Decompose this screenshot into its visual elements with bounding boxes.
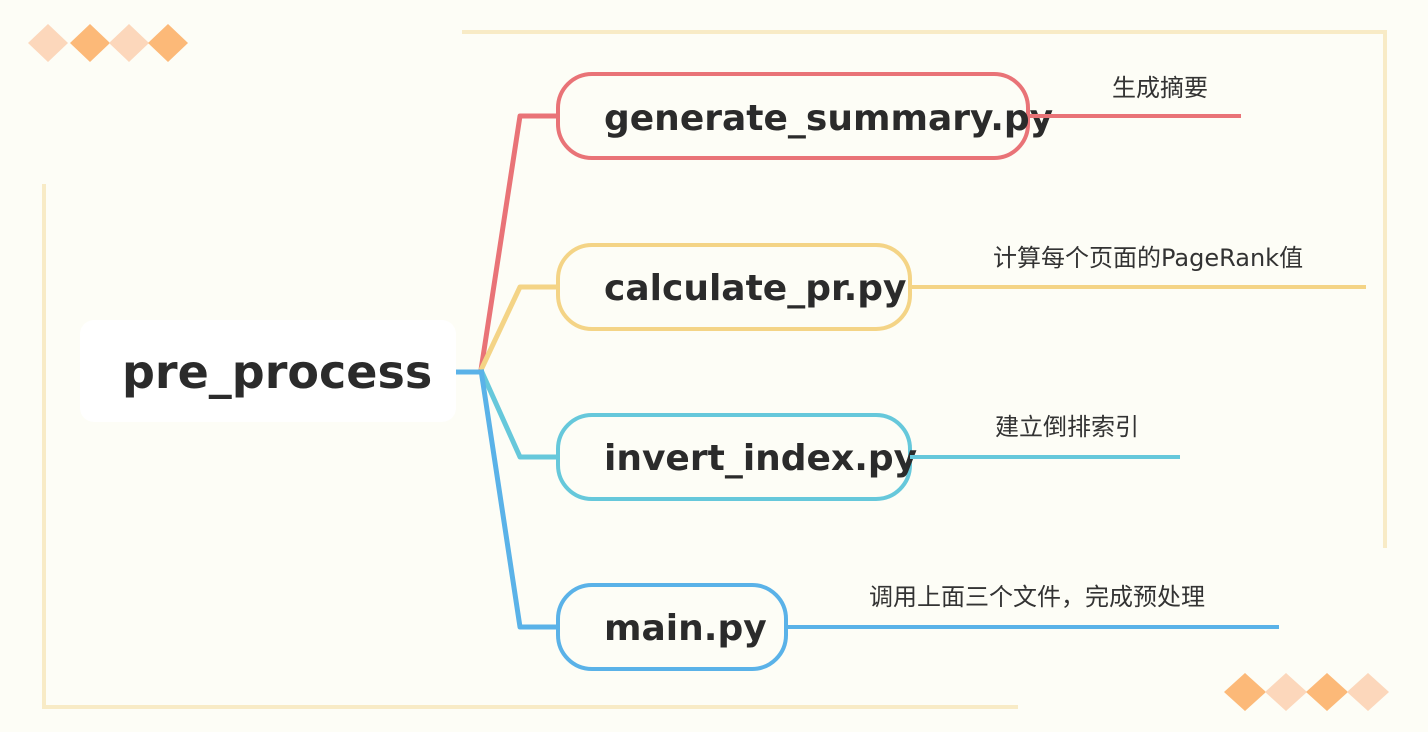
diamond-icon bbox=[109, 24, 149, 62]
branch-node-label: generate_summary.py bbox=[604, 98, 1053, 139]
branch-node-main[interactable]: main.py bbox=[556, 583, 788, 671]
branch-node-calculate-pr[interactable]: calculate_pr.py bbox=[556, 243, 912, 331]
branch-description: 建立倒排索引 bbox=[995, 413, 1139, 441]
branch-connectors bbox=[456, 113, 558, 630]
diamond-icon bbox=[1306, 673, 1348, 711]
branch-description: 调用上面三个文件，完成预处理 bbox=[869, 583, 1205, 611]
branch-node-label: calculate_pr.py bbox=[604, 268, 907, 309]
branch-node-generate-summary[interactable]: generate_summary.py bbox=[556, 72, 1053, 160]
diamond-icon bbox=[148, 24, 188, 62]
diamond-icon bbox=[1265, 673, 1307, 711]
decorative-diamonds-bottom bbox=[1224, 673, 1389, 711]
decorative-frame bbox=[42, 30, 1387, 709]
connector-main bbox=[478, 369, 558, 630]
branch-node-label: invert_index.py bbox=[604, 438, 917, 479]
frame-line-bottom-left bbox=[42, 184, 1018, 709]
branch-description: 生成摘要 bbox=[1112, 74, 1208, 102]
connector-generate-summary bbox=[478, 113, 558, 371]
root-node[interactable]: pre_process bbox=[80, 320, 456, 422]
diamond-icon bbox=[1224, 673, 1266, 711]
connector-calculate-pr bbox=[478, 284, 558, 372]
decorative-diamonds-top bbox=[28, 24, 188, 62]
root-node-label: pre_process bbox=[122, 345, 432, 399]
branch-description: 计算每个页面的PageRank值 bbox=[993, 244, 1303, 272]
root-node-box bbox=[80, 320, 456, 422]
frame-line-top-right bbox=[462, 30, 1387, 548]
branch-node-invert-index[interactable]: invert_index.py bbox=[556, 413, 917, 501]
branch-node-label: main.py bbox=[604, 608, 767, 649]
diamond-icon bbox=[28, 24, 68, 62]
connector-invert-index bbox=[478, 368, 558, 460]
diamond-icon bbox=[70, 24, 110, 62]
diamond-icon bbox=[1347, 673, 1389, 711]
